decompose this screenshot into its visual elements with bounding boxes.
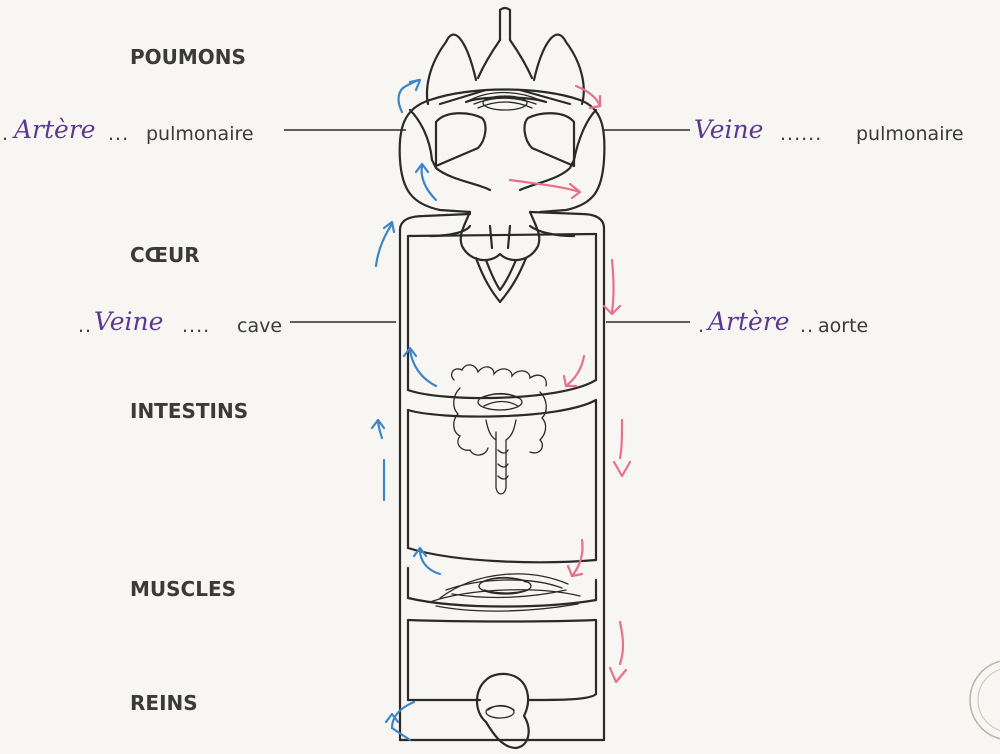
- organ-title-intestines: INTESTINS: [130, 399, 248, 423]
- organ-title-heart: CŒUR: [130, 243, 200, 267]
- answer-vena-cava: Veine: [94, 307, 163, 336]
- svg-text:.: .: [2, 123, 9, 145]
- organ-title-kidneys: REINS: [130, 691, 198, 715]
- svg-text:.: .: [698, 315, 705, 337]
- intestine-vessel-top: [408, 380, 596, 398]
- answer-aorta: Artère: [706, 307, 790, 336]
- svg-text:..: ..: [78, 315, 92, 337]
- organ-title-lungs: POUMONS: [130, 45, 246, 69]
- red-flow-arrows: [510, 86, 630, 682]
- label-vena-cava: .. Veine .... cave: [78, 307, 396, 337]
- answer-pulmonary-vein: Veine: [694, 115, 763, 144]
- intestine-vessel-bottom: [408, 400, 596, 417]
- pulmonary-capillaries: [470, 93, 540, 111]
- label-suffix-pulmonary-vein: pulmonaire: [856, 123, 964, 145]
- intestine-illustration: [452, 365, 547, 494]
- svg-text:...: ...: [108, 123, 129, 145]
- label-pulmonary-artery: . Artère ... pulmonaire: [2, 115, 406, 145]
- heart-illustration: [461, 212, 540, 302]
- label-aorta: . Artère .. aorte: [606, 307, 868, 337]
- answer-pulmonary-artery: Artère: [12, 115, 96, 144]
- label-suffix-aorta: aorte: [818, 315, 868, 337]
- stamp-fragment: [970, 660, 1000, 740]
- muscle-vessel-top: [408, 548, 596, 562]
- label-suffix-pulmonary-artery: pulmonaire: [146, 123, 254, 145]
- blue-flow-arrows: [372, 80, 440, 740]
- label-suffix-vena-cava: cave: [237, 315, 282, 337]
- organ-title-muscles: MUSCLES: [130, 577, 236, 601]
- kidney-illustration: [477, 674, 529, 748]
- svg-text:......: ......: [780, 123, 822, 145]
- svg-text:....: ....: [182, 315, 210, 337]
- svg-text:..: ..: [800, 315, 814, 337]
- label-pulmonary-vein: Veine ...... pulmonaire: [604, 115, 964, 145]
